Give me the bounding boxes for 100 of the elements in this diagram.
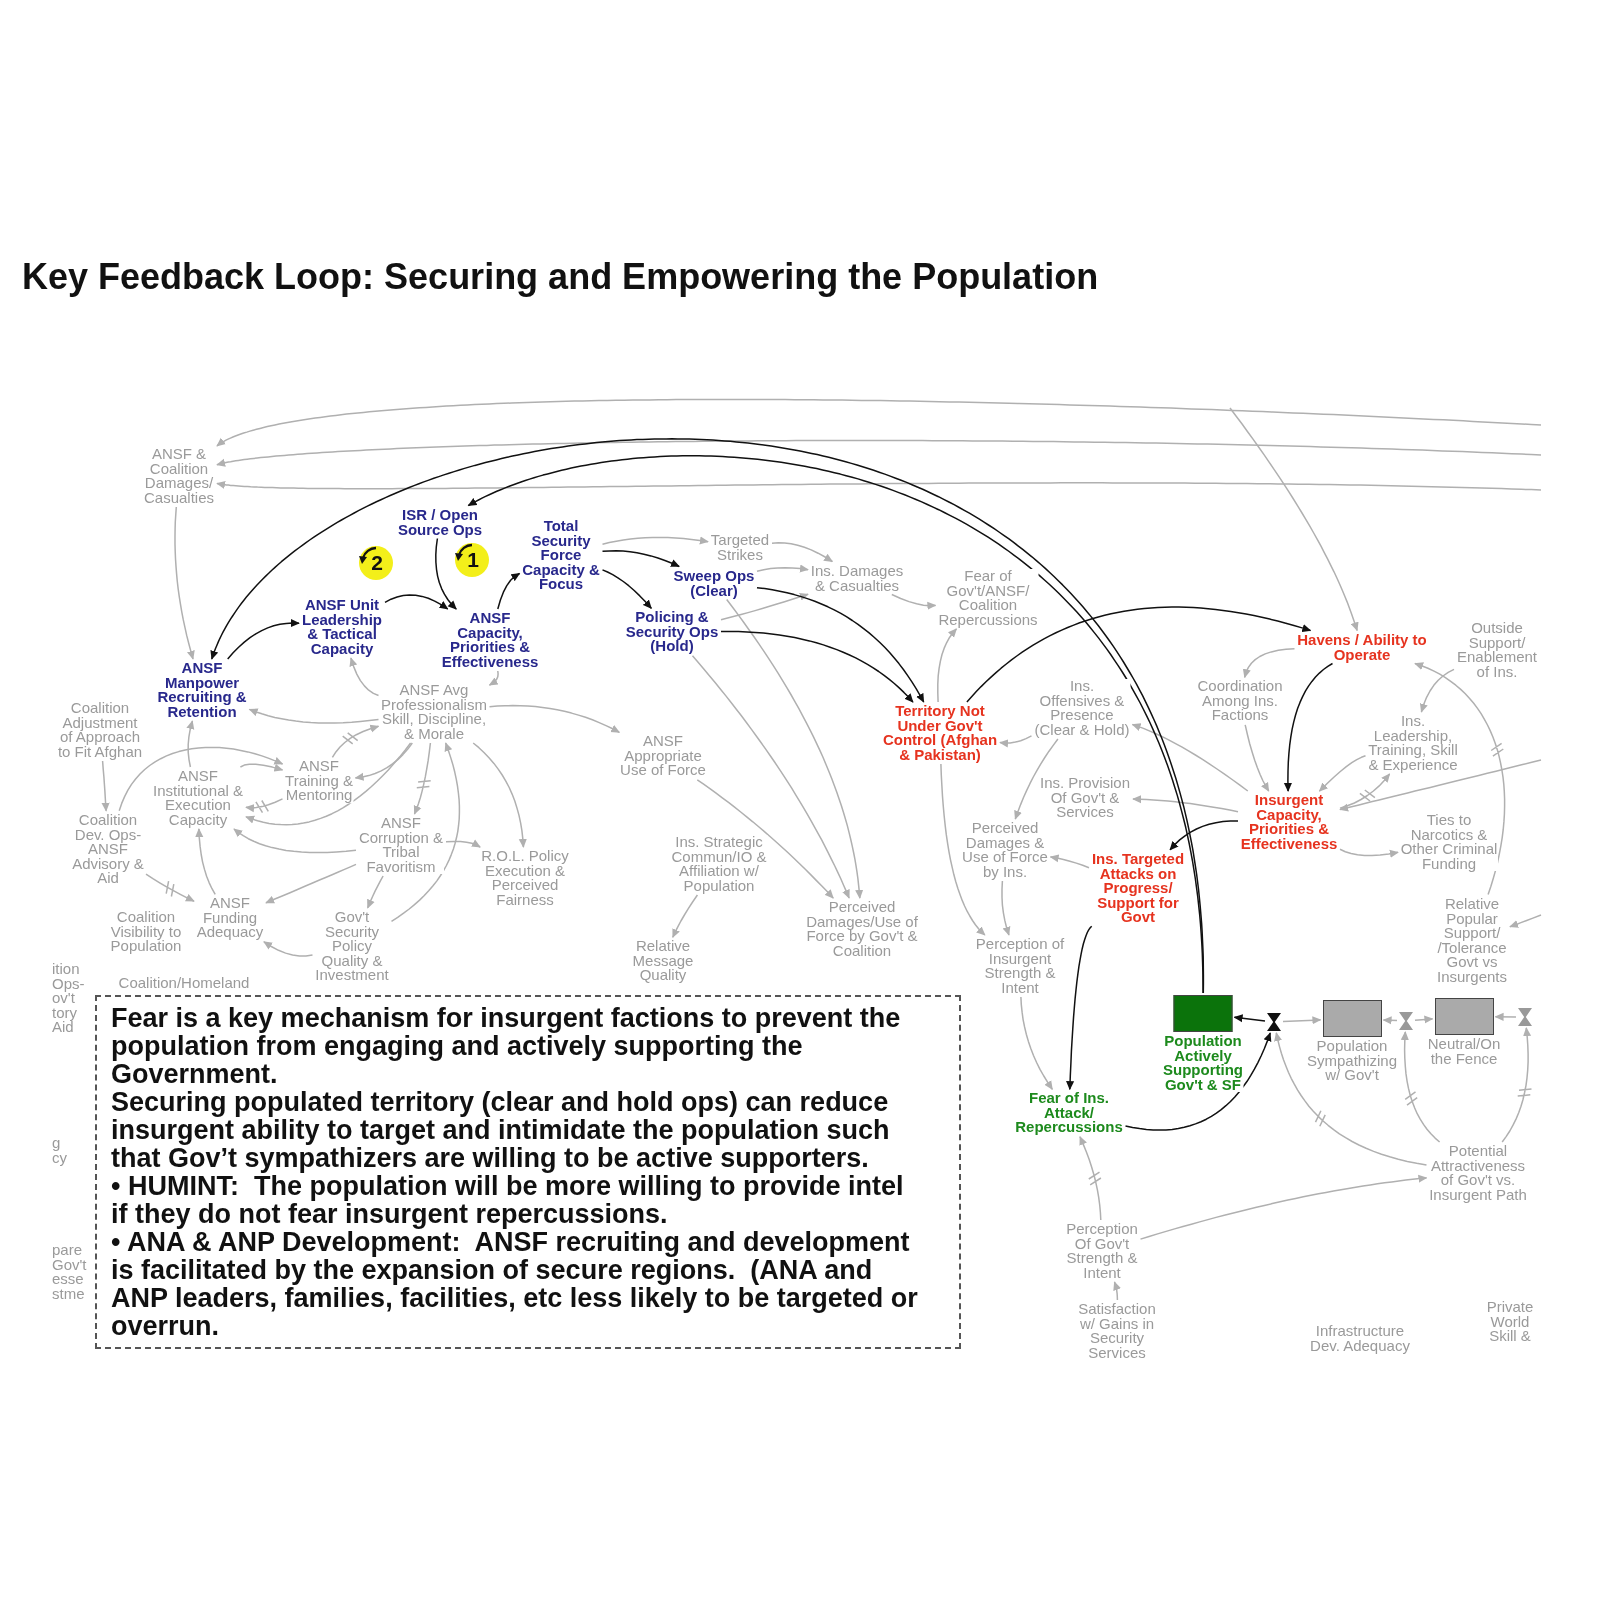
note-paragraph: Securing populated territory (clear and hold ops) can reduce insurgent ability to target and intimidate the population such that Gov’t sympathizers are willing to be active supporters. xyxy=(111,1088,891,1172)
arrow xyxy=(445,839,481,848)
arrow xyxy=(195,828,216,896)
variable-label: Ins. Leadership, Training, Skill & Experience xyxy=(1367,714,1459,772)
key-variable-label: Ins. Targeted Attacks on Progress/ Support for Govt xyxy=(1091,851,1185,925)
variable-label: Perception Of Gov't Strength & Intent xyxy=(1065,1222,1139,1280)
arrow xyxy=(216,398,1542,447)
arrow xyxy=(1274,1032,1428,1166)
variable-label: Coordination Among Ins. Factions xyxy=(1196,679,1284,723)
variable-label: Ins. Provision Of Gov't & Services xyxy=(1039,776,1131,820)
variable-label: ANSF Institutional & Execution Capacity xyxy=(152,769,244,827)
key-variable-label: Fear of Ins. Attack/ Repercussions xyxy=(1014,1091,1124,1135)
arrow xyxy=(1001,880,1011,936)
variable-label: ANSF Appropriate Use of Force xyxy=(619,734,707,778)
arrow xyxy=(366,875,384,909)
variable-label: Perceived Damages/Use of Force by Gov't & Coalition xyxy=(806,900,918,958)
key-variable-label: Total Security Force Capacity & Focus xyxy=(521,518,601,592)
variable-label: Coalition Dev. Ops- ANSF Advisory & Aid xyxy=(72,812,144,886)
arrow xyxy=(1049,854,1090,869)
arrow xyxy=(1124,1032,1272,1131)
arrow xyxy=(488,704,621,734)
arrow xyxy=(601,550,680,568)
variable-label: Ins. Offensives & Presence (Clear & Hold) xyxy=(1033,679,1131,737)
arrow xyxy=(435,537,457,610)
arrow xyxy=(248,708,380,724)
arrow xyxy=(101,760,110,812)
arrow xyxy=(472,742,527,848)
arrow xyxy=(691,655,850,899)
variable-label: ANSF & Coalition Damages/ Casualties xyxy=(143,447,215,505)
note-paragraph: • ANA & ANP Development: ANSF recruiting and development is facilitated by the expansion of secure regions. (ANA and ANP leaders, families, facilities, etc less likely to be targeted or overrun. xyxy=(111,1228,919,1340)
variable-label: Satisfaction w/ Gains in Security Services xyxy=(1077,1302,1157,1360)
variable-label: Potential Attractiveness of Gov't vs. Insurgent Path xyxy=(1428,1144,1528,1202)
arrow xyxy=(145,873,195,902)
arrow xyxy=(1244,724,1270,792)
arrow xyxy=(1419,668,1455,713)
variable-label: Ins. Strategic Commun/IO & Affiliation w/ Population xyxy=(670,835,768,893)
arrow xyxy=(999,735,1033,748)
arrow xyxy=(1242,648,1296,679)
arrow xyxy=(413,742,432,815)
stock-label: Neutral/On the Fence xyxy=(1427,1037,1501,1066)
variable-label: Ties to Narcotics & Other Criminal Funding xyxy=(1400,813,1498,871)
variable-label: Relative Popular Support/ /Tolerance Govt vs Insurgents xyxy=(1436,896,1508,984)
arrow xyxy=(1282,1016,1322,1025)
arrow xyxy=(1501,1027,1533,1143)
arrow xyxy=(1509,914,1542,928)
arrow xyxy=(1113,1281,1121,1301)
arrow xyxy=(1139,1174,1428,1240)
variable-label: Coalition/Homeland xyxy=(118,975,250,991)
arrow xyxy=(771,542,834,563)
arrow xyxy=(940,763,986,936)
arrow xyxy=(1318,755,1367,792)
arrow xyxy=(1414,1015,1434,1024)
arrow xyxy=(349,657,380,697)
note-paragraph: Fear is a key mechanism for insurgent factions to prevent the population from engaging and actively supporting the Government. xyxy=(111,1004,902,1088)
key-variable-label: ANSF Capacity, Priorities & Effectiveness xyxy=(441,611,539,669)
variable-label: R.O.L. Policy Execution & Perceived Fairness xyxy=(480,849,570,907)
key-variable-label: Havens / Ability to Operate xyxy=(1296,632,1428,662)
arrow xyxy=(226,619,300,660)
arrow xyxy=(245,742,412,826)
arrow xyxy=(966,606,1312,703)
note-panel xyxy=(95,995,961,1349)
arrow xyxy=(1169,820,1239,851)
arrow xyxy=(720,592,809,621)
note-paragraph: • HUMINT: The population will be more willing to provide intel if they do not fear insurgent repercussions. xyxy=(111,1172,905,1228)
flow-valve-icon xyxy=(1267,1013,1281,1031)
arrow xyxy=(186,720,195,768)
arrow xyxy=(1382,1016,1398,1025)
arrow xyxy=(672,894,699,939)
arrow xyxy=(1339,759,1542,812)
arrow xyxy=(239,763,284,772)
arrow xyxy=(354,742,414,781)
arrow xyxy=(384,594,449,610)
arrow xyxy=(216,439,1542,467)
arrow xyxy=(497,572,521,610)
variable-label: Fear of Gov't/ANSF/ Coalition Repercussions xyxy=(937,569,1039,627)
arrow xyxy=(725,598,864,899)
arrow xyxy=(601,569,653,610)
key-variable-label: Territory Not Under Gov't Control (Afghan & Pakistan) xyxy=(882,704,998,762)
arrow xyxy=(1414,662,1506,896)
arrow xyxy=(1079,1135,1102,1221)
arrow xyxy=(331,724,380,759)
arrow xyxy=(488,670,499,686)
arrow xyxy=(1066,925,1093,1091)
arrow xyxy=(1132,795,1239,813)
variable-label: Infrastructure Dev. Adequacy xyxy=(1309,1323,1411,1353)
arrow xyxy=(720,630,914,703)
arrow xyxy=(467,455,1204,994)
arrow xyxy=(245,798,284,814)
key-variable-label: Policing & Security Ops (Hold) xyxy=(625,610,719,654)
variable-label: Outside Support/ Enablement of Ins. xyxy=(1456,621,1538,679)
variable-label: Private World Skill & xyxy=(1486,1300,1534,1344)
cut-off-label: pare Gov't esse stme xyxy=(52,1243,88,1301)
arrow xyxy=(1283,662,1334,792)
arrow xyxy=(1400,1031,1441,1143)
arrow xyxy=(390,742,461,923)
arrow xyxy=(1339,848,1399,858)
variable-label: Coalition Visibility to Population xyxy=(110,910,182,954)
variable-label: Perception of Insurgent Strength & Intent xyxy=(975,937,1065,995)
arrow xyxy=(118,746,284,812)
variable-label: Ins. Damages & Casualties xyxy=(810,563,904,593)
